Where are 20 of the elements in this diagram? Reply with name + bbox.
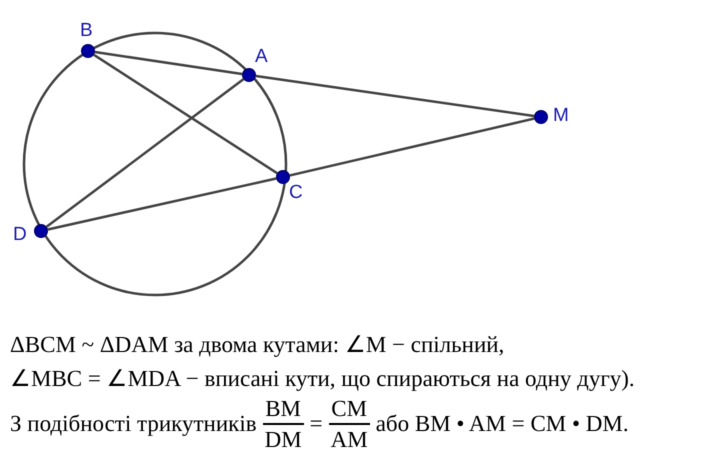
point-label: A: [255, 47, 268, 66]
line-segment: [93, 54, 278, 174]
fraction-denominator: DM: [264, 428, 303, 450]
line-segment: [48, 177, 276, 231]
point-label: M: [553, 106, 569, 125]
point-label: C: [289, 183, 303, 202]
line-segment: [46, 78, 244, 228]
fraction-denominator: AM: [330, 428, 369, 450]
line-segment: [290, 117, 534, 177]
text-line: ΔBCM ~ ΔDAM за двома кутами: ∠M − спільний,: [10, 333, 504, 356]
line-segment: [94, 50, 242, 76]
fraction-numerator: BM: [264, 397, 302, 420]
text-line: ∠MBC = ∠MDA − вписані кути, що спираються на одну дугу).: [10, 367, 635, 390]
equals-sign: =: [310, 412, 323, 436]
text-line: З подібності трикутників: [10, 412, 257, 436]
text-line: або BM • AM = CM • DM.: [376, 412, 629, 436]
point-label: D: [13, 225, 27, 244]
line-segment: [256, 74, 534, 118]
point-label: B: [80, 21, 93, 40]
fraction-numerator: CM: [330, 397, 368, 420]
